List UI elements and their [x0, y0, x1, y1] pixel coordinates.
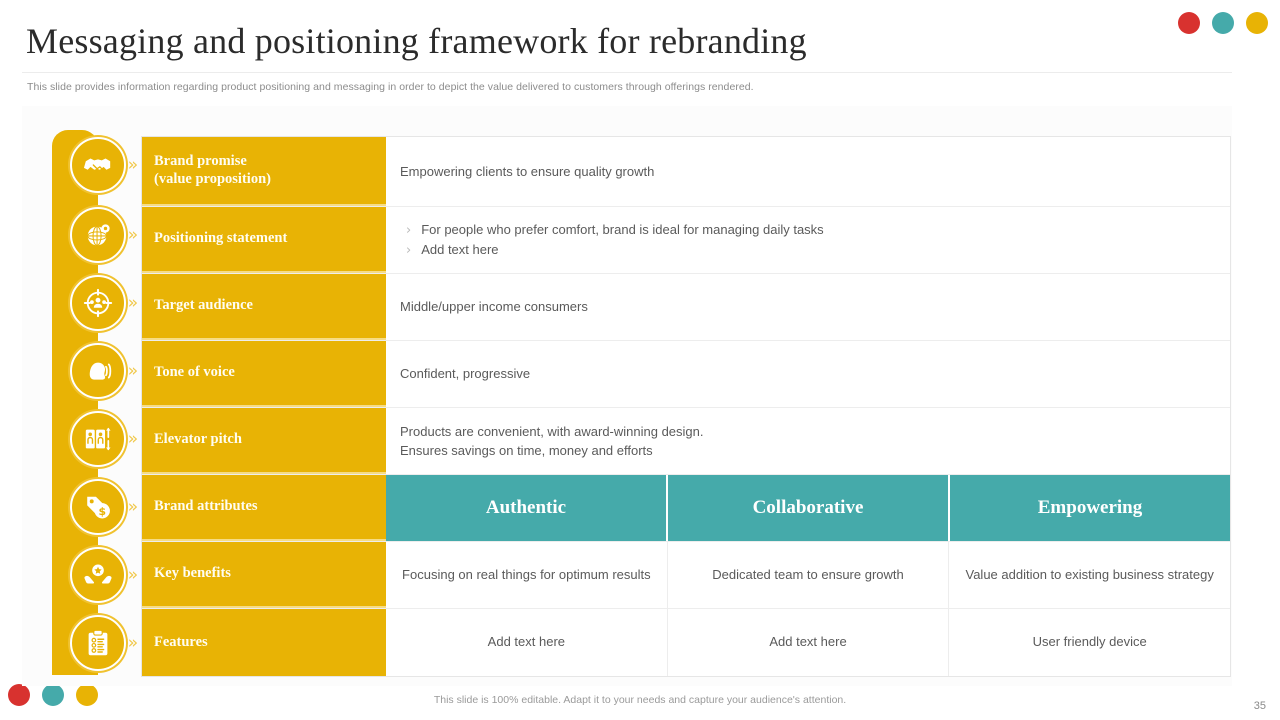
hands-star-icon	[70, 546, 126, 603]
decorative-dots-bottom-left	[8, 684, 98, 706]
page-number: 35	[1253, 700, 1266, 712]
attribute-header-cell: Collaborative	[668, 475, 950, 541]
teal-dot	[42, 684, 64, 706]
icon-cell-tone-of-voice	[68, 337, 128, 404]
yellow-dot	[76, 684, 98, 706]
row-label-line: Tone of voice	[154, 364, 235, 381]
row-label-line: Brand promise	[154, 152, 247, 169]
row-label-tone-of-voice: Tone of voice	[142, 341, 386, 407]
handshake-icon	[70, 137, 126, 193]
table-row-elevator-pitch: Elevator pitch Products are convenient, w…	[142, 408, 1230, 475]
attribute-header-cell: Empowering	[950, 475, 1230, 541]
row-label-line: Elevator pitch	[154, 431, 242, 448]
column-cell: Add text here	[668, 609, 950, 676]
table-row-tone-of-voice: Tone of voice Confident, progressive	[142, 341, 1230, 408]
voice-icon	[70, 342, 126, 399]
content-line: Empowering clients to ensure quality gro…	[400, 163, 655, 179]
column-cell: Value addition to existing business stra…	[965, 566, 1214, 582]
table-row-positioning-statement: Positioning statement › For people who pre…	[142, 207, 1230, 274]
content-line: Middle/upper income consumers	[400, 299, 588, 315]
bullet-item: › Add text here	[400, 240, 1216, 261]
bullet-text: Add text here	[421, 242, 499, 257]
row-label-line: Key benefits	[154, 565, 231, 582]
teal-dot	[1212, 12, 1234, 34]
row-label-brand-attributes: Brand attributes	[142, 475, 386, 541]
row-label-target-audience: Target audience	[142, 274, 386, 340]
row-chevron-icon: »	[127, 428, 139, 449]
row-label-features: Features	[142, 609, 386, 676]
bullet-item: › For people who prefer comfort, brand is…	[400, 220, 1216, 241]
row-columns-key-benefits: Focusing on real things for optimum resu…	[386, 542, 1230, 608]
target-audience-icon	[70, 274, 126, 331]
icon-cell-brand-promise	[68, 130, 128, 200]
row-content-tone-of-voice: Confident, progressive	[386, 341, 1230, 407]
row-label-elevator-pitch: Elevator pitch	[142, 408, 386, 474]
column-cell: Add text here	[386, 609, 668, 676]
icon-column: $	[68, 130, 128, 675]
content-line: Confident, progressive	[400, 366, 531, 382]
title-divider	[22, 72, 1232, 73]
price-tag-dollar-icon: $	[70, 478, 126, 535]
table-row-key-benefits: Key benefits Focusing on real things for …	[142, 542, 1230, 609]
bullet-chevron-icon: ›	[406, 222, 412, 238]
icon-cell-positioning-statement	[68, 201, 128, 268]
elevator-icon	[70, 410, 126, 467]
row-label-line: Target audience	[154, 297, 253, 314]
icon-cell-brand-attributes: $	[68, 473, 128, 540]
content-line: Products are convenient, with award-winn…	[400, 423, 704, 439]
row-chevron-icon: »	[127, 292, 139, 313]
icon-cell-target-audience	[68, 269, 128, 336]
icon-cell-features	[68, 609, 128, 676]
decorative-dots-top-right	[1178, 12, 1268, 34]
row-content-brand-promise: Empowering clients to ensure quality gro…	[386, 137, 1230, 206]
row-chevron-icon: »	[127, 155, 139, 175]
table-row-target-audience: Target audience Middle/upper income consu…	[142, 274, 1230, 341]
row-label-positioning-statement: Positioning statement	[142, 207, 386, 273]
row-chevron-icon: »	[127, 360, 139, 381]
red-dot	[1178, 12, 1200, 34]
row-label-brand-promise: Brand promise(value proposition)	[142, 137, 386, 206]
row-chevron-icon: »	[127, 224, 139, 245]
yellow-dot	[1246, 12, 1268, 34]
icon-cell-elevator-pitch	[68, 405, 128, 472]
table-row-brand-promise: Brand promise(value proposition) Empoweri…	[142, 137, 1230, 207]
row-label-key-benefits: Key benefits	[142, 542, 386, 608]
column-cell: Focusing on real things for optimum resu…	[386, 542, 668, 608]
row-content-target-audience: Middle/upper income consumers	[386, 274, 1230, 340]
icon-cell-key-benefits	[68, 541, 128, 608]
column-cell: User friendly device	[1032, 634, 1147, 650]
framework-table: Brand promise(value proposition) Empoweri…	[141, 136, 1231, 677]
row-chevron-icon: »	[127, 564, 139, 585]
attribute-header-cell: Authentic	[386, 475, 668, 541]
row-label-line: Brand attributes	[154, 498, 258, 515]
row-label-line: (value proposition)	[154, 170, 271, 187]
globe-pin-icon	[70, 206, 126, 263]
column-cell: Dedicated team to ensure growth	[668, 542, 950, 608]
page-subtitle: This slide provides information regardin…	[27, 81, 754, 93]
content-line: Ensures savings on time, money and effor…	[400, 443, 653, 458]
page-title: Messaging and positioning framework for …	[26, 21, 807, 61]
svg-text:$: $	[98, 505, 106, 518]
row-label-line: Positioning statement	[154, 230, 288, 247]
row-chevron-icon: »	[127, 632, 139, 653]
bullet-chevron-icon: ›	[406, 243, 412, 258]
footer-note: This slide is 100% editable. Adapt it to…	[433, 694, 847, 706]
red-dot	[8, 684, 30, 706]
row-label-line: Features	[154, 633, 208, 650]
clipboard-checklist-icon	[70, 614, 126, 671]
bullet-text: For people who prefer comfort, brand is …	[421, 221, 824, 237]
row-chevron-icon: »	[127, 496, 139, 517]
row-content-positioning-statement: › For people who prefer comfort, brand is…	[386, 207, 1230, 273]
row-content-elevator-pitch: Products are convenient, with award-winn…	[386, 408, 1230, 474]
